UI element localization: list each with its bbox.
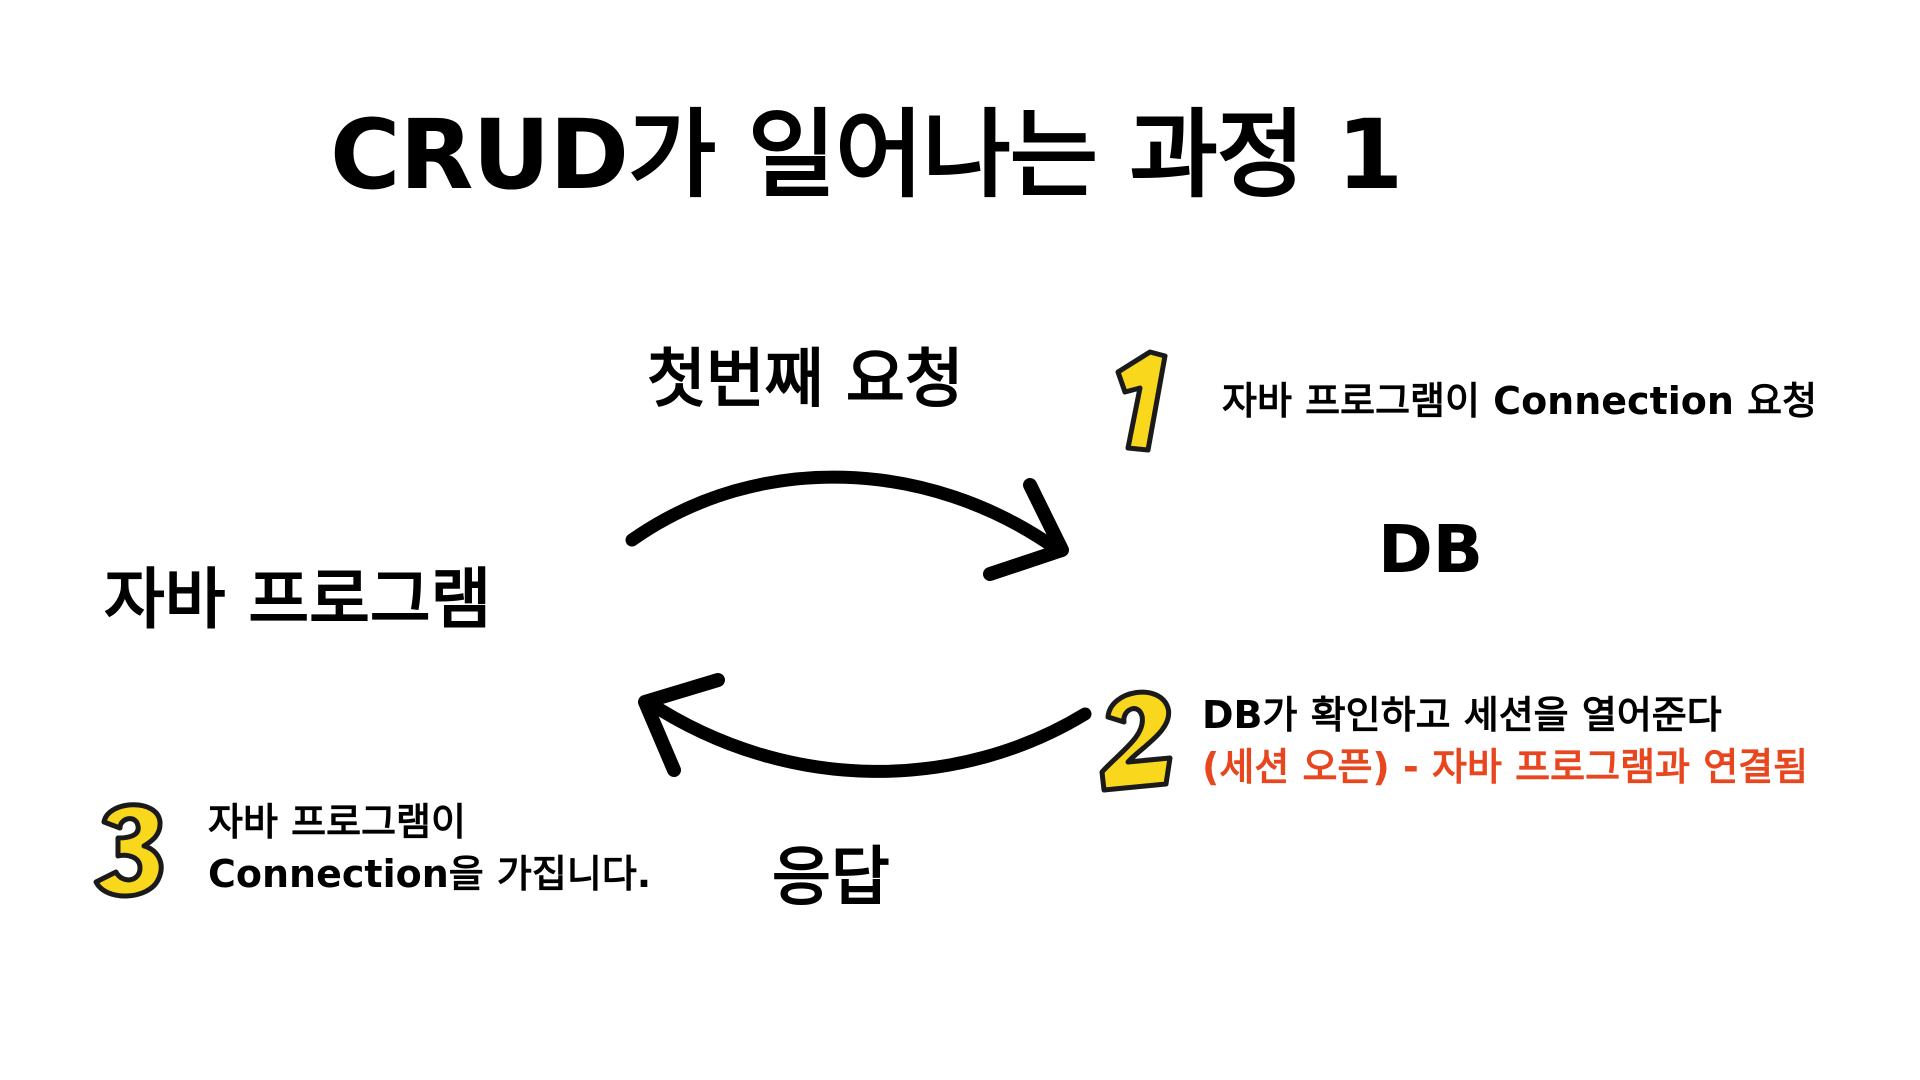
response-label: 응답 [772, 841, 890, 915]
db-node: DB [1378, 511, 1484, 588]
step-2-block: DB가 확인하고 세션을 열어준다 (세션 오픈) - 자바 프로그램과 연결됨 [1202, 689, 1808, 793]
response-arrow [638, 673, 1092, 778]
step-3-line-2: Connection을 가집니다. [208, 852, 652, 896]
step-2-number-icon [1099, 689, 1173, 793]
step-2-text: DB가 확인하고 세션을 열어준다 [1202, 693, 1722, 737]
step-2-highlight: (세션 오픈) - 자바 프로그램과 연결됨 [1202, 745, 1809, 789]
page-title: CRUD가 일어나는 과정 1 [330, 99, 1403, 211]
step-3-line-1: 자바 프로그램이 [208, 800, 466, 844]
step-1-text: 자바 프로그램이 Connection 요청 [1222, 379, 1818, 423]
request-label: 첫번째 요청 [647, 343, 964, 417]
step-3-number-icon [93, 802, 164, 899]
step-3-block: 자바 프로그램이 Connection을 가집니다. [208, 796, 651, 900]
step-1-number-icon [1115, 349, 1168, 453]
request-arrow [625, 470, 1069, 581]
java-program-node: 자바 프로그램 [104, 561, 492, 638]
